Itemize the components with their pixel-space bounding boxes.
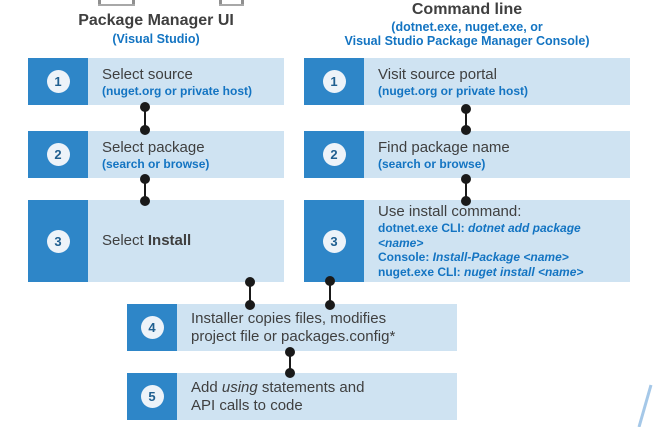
step-content: Select package (search or browse) — [88, 131, 284, 178]
step-title: Select package — [102, 138, 205, 156]
step-content: Find package name (search or browse) — [364, 131, 630, 178]
step-title: Select source — [102, 65, 193, 83]
step-line2: project file or packages.config* — [191, 327, 396, 345]
step-number-badge: 2 — [304, 131, 364, 178]
right-column-header: Command line (dotnet.exe, nuget.exe, or … — [304, 1, 630, 48]
step-number: 2 — [46, 143, 70, 166]
step-number: 1 — [322, 70, 346, 93]
step-number-badge: 3 — [28, 200, 88, 282]
step-box-left-1: 1 Select source (nuget.org or private ho… — [28, 58, 284, 105]
step-number: 3 — [322, 229, 346, 253]
step-content: Use install command: dotnet.exe CLI: dot… — [364, 200, 630, 282]
step-box-left-3: 3 Select Install — [28, 200, 284, 282]
step-line1-italic: using — [221, 378, 258, 396]
step-title-bold: Install — [147, 232, 192, 249]
step-content: Installer copies files, modifies project… — [177, 304, 457, 351]
connector-left-1-2 — [140, 102, 150, 135]
step-title: Visit source portal — [378, 65, 497, 83]
step-subtitle: (search or browse) — [378, 156, 486, 171]
cli-command-text: Install-Package <name> — [432, 250, 569, 264]
step-subtitle: (nuget.org or private host) — [378, 83, 528, 98]
step-number: 3 — [46, 229, 70, 253]
step-title-prefix: Select — [102, 232, 148, 249]
cli-command-text: nuget install <name> — [464, 264, 584, 279]
step-number-badge: 1 — [28, 58, 88, 105]
step-number: 2 — [322, 143, 346, 166]
step-title: Use install command: — [378, 203, 522, 220]
cli-command-line: Console: Install-Package <name> — [378, 250, 626, 265]
step-title: Select Install — [102, 232, 280, 250]
connector-right-1-2 — [461, 104, 471, 135]
cli-command-label: Console: — [378, 250, 433, 264]
step-number: 5 — [140, 385, 164, 408]
step-number: 1 — [46, 70, 70, 93]
step-line1-prefix: Add — [191, 378, 222, 396]
step-number-badge: 5 — [127, 373, 177, 420]
step-box-5: 5 Add using statements and API calls to … — [127, 373, 457, 420]
step-box-right-2: 2 Find package name (search or browse) — [304, 131, 630, 178]
left-column-title: Package Manager UI — [78, 12, 234, 29]
step-content: Add using statements and API calls to co… — [177, 373, 457, 420]
cropped-edge-artifact — [219, 0, 244, 6]
cli-command-line: dotnet.exe CLI: dotnet add package <name… — [378, 221, 626, 250]
step-box-right-1: 1 Visit source portal (nuget.org or priv… — [304, 58, 630, 105]
step-number-badge: 2 — [28, 131, 88, 178]
step-subtitle: (nuget.org or private host) — [102, 83, 252, 98]
cli-command-text: dotnet add package <name> — [378, 221, 581, 250]
step-content: Visit source portal (nuget.org or privat… — [364, 58, 630, 105]
step-line1: Installer copies files, modifies — [191, 309, 387, 327]
step-line1-suffix: statements and — [257, 378, 365, 396]
cli-command-label: dotnet.exe CLI: — [378, 221, 469, 235]
step-number: 4 — [140, 316, 164, 339]
step-box-right-3: 3 Use install command: dotnet.exe CLI: d… — [304, 200, 630, 282]
cropped-edge-artifact — [98, 0, 135, 6]
step-number-badge: 4 — [127, 304, 177, 351]
step-line1: Add using statements and — [191, 379, 453, 397]
right-column-subtitle-line1: (dotnet.exe, nuget.exe, or — [391, 20, 543, 34]
step-box-4: 4 Installer copies files, modifies proje… — [127, 304, 457, 351]
left-column-subtitle: (Visual Studio) — [112, 32, 200, 46]
step-number-badge: 3 — [304, 200, 364, 282]
decorative-diagonal-line — [637, 384, 653, 427]
step-line2: API calls to code — [191, 396, 303, 414]
step-title: Find package name — [378, 138, 510, 156]
step-subtitle: (search or browse) — [102, 156, 210, 171]
left-column-header: Package Manager UI (Visual Studio) — [28, 12, 284, 46]
cli-command-label: nuget.exe CLI: — [378, 264, 465, 279]
right-column-title: Command line — [411, 1, 523, 18]
step-content: Select source (nuget.org or private host… — [88, 58, 284, 105]
cli-command-line: nuget.exe CLI: nuget install <name> — [378, 265, 626, 280]
step-content: Select Install — [88, 200, 284, 282]
right-column-subtitle-line2: Visual Studio Package Manager Console) — [344, 34, 590, 48]
step-number-badge: 1 — [304, 58, 364, 105]
step-box-left-2: 2 Select package (search or browse) — [28, 131, 284, 178]
